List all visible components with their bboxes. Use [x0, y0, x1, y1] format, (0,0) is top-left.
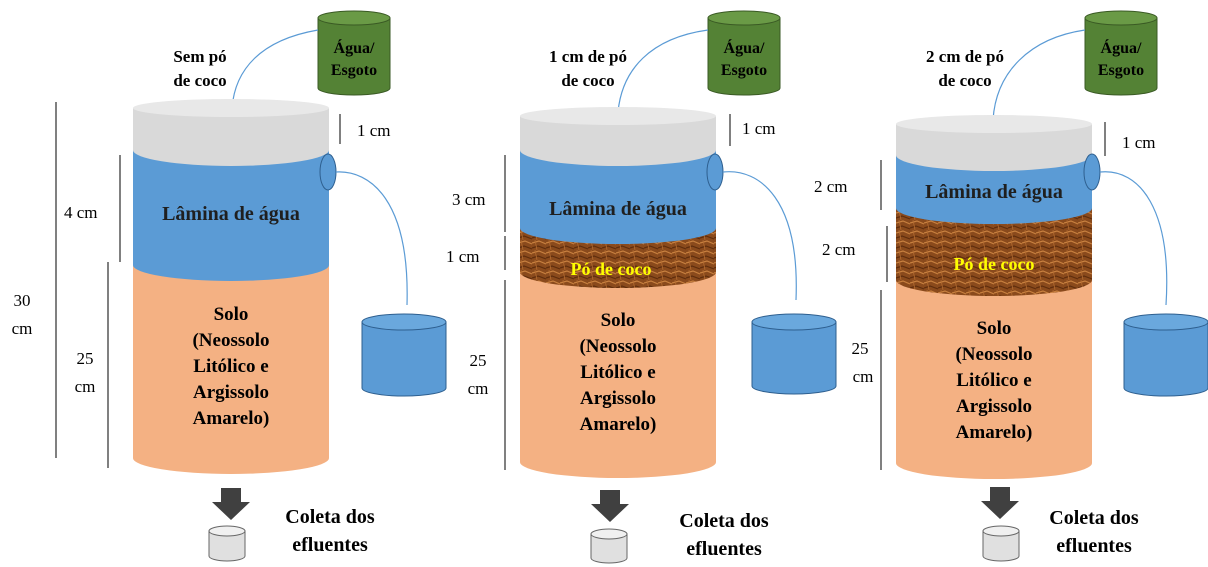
soil-label-line2: (Neossolo [579, 336, 656, 357]
source-tank: Água/ Esgoto [317, 10, 391, 96]
tank-label-line2: Esgoto [331, 62, 377, 79]
collect-label-line2: efluentes [292, 534, 368, 556]
column-title-line1: 2 cm de pó [926, 47, 1004, 66]
column-title-line2: de coco [561, 71, 614, 90]
soil-label-line1: Solo [977, 318, 1012, 339]
overflow-tube [1099, 171, 1168, 306]
overflow-bucket [751, 313, 837, 395]
down-arrow [591, 490, 629, 522]
down-arrow [981, 487, 1019, 519]
tank-label-line1: Água/ [334, 38, 375, 57]
soil-label-line2: (Neossolo [192, 330, 269, 351]
water-dim-label: 4 cm [64, 203, 98, 222]
soil-dim-value: 25 [852, 339, 869, 358]
inlet-tube [231, 29, 319, 109]
top-dim-label: 1 cm [357, 121, 391, 140]
soil-column [520, 107, 716, 478]
soil-column [896, 115, 1092, 479]
soil-label-line2: (Neossolo [955, 344, 1032, 365]
coir-dim-label: 2 cm [822, 240, 856, 259]
soil-label-line3: Litólico e [193, 356, 268, 377]
coir-layer-label: Pó de coco [954, 254, 1035, 274]
tank-label-line2: Esgoto [1098, 62, 1144, 79]
column-title-line2: de coco [938, 71, 991, 90]
water-layer-label: Lâmina de água [549, 198, 687, 220]
soil-dim-value: 25 [470, 351, 487, 370]
soil-label-line4: Argissolo [193, 382, 269, 403]
outlet-port [706, 153, 724, 191]
column-no-coir: Água/ Esgoto Sem pó de coco Lâmina de ág… [12, 10, 447, 562]
collect-label-line2: efluentes [1056, 535, 1132, 557]
column-2cm-coir: Água/ Esgoto 2 cm de pó de coco Lâmina d… [814, 10, 1208, 562]
soil-dim-unit: cm [853, 367, 874, 386]
water-layer-label: Lâmina de água [925, 181, 1063, 203]
collect-label-line1: Coleta dos [1049, 507, 1139, 529]
soil-label-line3: Litólico e [956, 370, 1031, 391]
coir-dim-label: 1 cm [446, 247, 480, 266]
total-dim-value: 30 [14, 291, 31, 310]
collection-cup [208, 525, 246, 562]
soil-label-line4: Argissolo [580, 388, 656, 409]
total-dim-unit: cm [12, 319, 33, 338]
column-title-line2: de coco [173, 71, 226, 90]
water-dim-label: 2 cm [814, 177, 848, 196]
coir-layer-label: Pó de coco [571, 259, 652, 279]
soil-dim-unit: cm [75, 377, 96, 396]
collection-cup [590, 528, 628, 564]
outlet-port [319, 153, 337, 191]
water-layer-label: Lâmina de água [162, 203, 300, 225]
column-title-line1: Sem pó [173, 47, 226, 66]
soil-label-line5: Amarelo) [580, 414, 657, 435]
top-dim-label: 1 cm [742, 119, 776, 138]
overflow-bucket [361, 313, 447, 397]
soil-column [133, 99, 329, 474]
outlet-port [1083, 153, 1101, 191]
inlet-tube [617, 29, 709, 113]
collect-label-line1: Coleta dos [679, 510, 769, 532]
inlet-tube [992, 29, 1086, 121]
overflow-tube [722, 171, 797, 301]
soil-label-line1: Solo [214, 304, 249, 325]
collect-label-line1: Coleta dos [285, 506, 375, 528]
overflow-bucket [1123, 313, 1208, 397]
tank-label-line1: Água/ [1101, 38, 1142, 57]
water-dim-label: 3 cm [452, 190, 486, 209]
top-dim-label: 1 cm [1122, 133, 1156, 152]
collection-cup [982, 525, 1020, 562]
soil-dim-value: 25 [77, 349, 94, 368]
soil-label-line5: Amarelo) [193, 408, 270, 429]
soil-label-line4: Argissolo [956, 396, 1032, 417]
down-arrow [212, 488, 250, 520]
tank-label-line1: Água/ [724, 38, 765, 57]
overflow-tube [335, 171, 408, 306]
tank-label-line2: Esgoto [721, 62, 767, 79]
source-tank: Água/ Esgoto [707, 10, 781, 96]
column-1cm-coir: Água/ Esgoto 1 cm de pó de coco Lâmina d… [446, 10, 837, 564]
soil-dim-unit: cm [468, 379, 489, 398]
collect-label-line2: efluentes [686, 538, 762, 560]
source-tank: Água/ Esgoto [1084, 10, 1158, 96]
soil-label-line3: Litólico e [580, 362, 655, 383]
soil-label-line5: Amarelo) [956, 422, 1033, 443]
soil-label-line1: Solo [601, 310, 636, 331]
column-title-line1: 1 cm de pó [549, 47, 627, 66]
